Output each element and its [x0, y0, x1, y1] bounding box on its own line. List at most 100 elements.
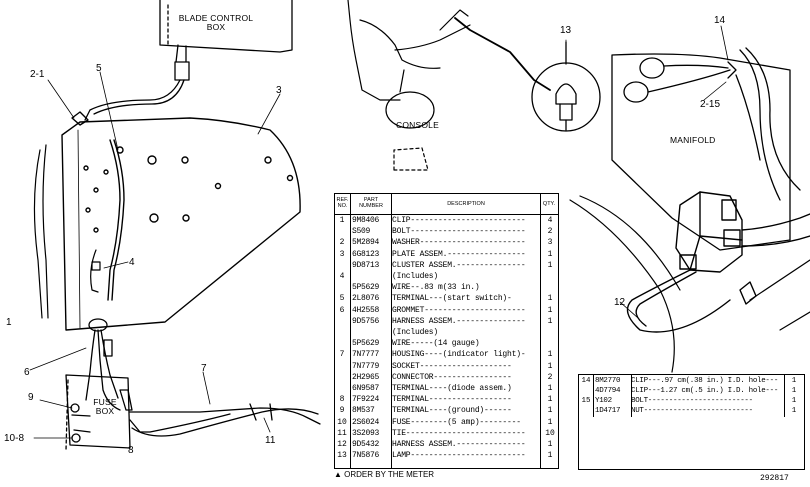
description-cell: FUSE--------(5 amp)---------	[392, 417, 521, 427]
small-divider-part	[631, 375, 632, 417]
qty-cell: 2	[547, 227, 553, 237]
caption-console: CONSOLE	[396, 120, 439, 130]
callout-7: 7	[201, 363, 207, 374]
qty-cell: 3	[547, 238, 553, 248]
description-cell: NUT--------------------------	[631, 407, 753, 415]
part-number-cell: 8M537	[352, 406, 375, 416]
qty-cell: 1	[547, 350, 553, 360]
callout-6: 6	[24, 367, 30, 378]
callout-14: 14	[714, 15, 726, 26]
divider-desc	[540, 194, 541, 468]
table-row: 7N7779 SOCKET--------------------1	[335, 362, 558, 372]
part-number-cell: 2S6024	[352, 417, 380, 427]
description-cell: TERMINAL------------------	[392, 395, 512, 405]
callout-13: 13	[560, 25, 572, 36]
drawing-number: 292817	[760, 474, 789, 483]
caption-fuse-line-2: BOX	[95, 406, 115, 416]
harness-assembly-7	[129, 403, 321, 437]
qty-cell: 1	[547, 249, 553, 259]
part-number-cell: 3S2093	[352, 428, 380, 438]
qty-cell: 1	[547, 384, 553, 393]
caption-fuse-box: FUSE BOX	[90, 398, 120, 416]
ref-cell: 15	[581, 397, 591, 405]
ref-cell: 1	[339, 216, 345, 225]
caption-blade-control-line-2: BOX	[206, 22, 226, 32]
part-number-cell: 4H2558	[352, 305, 380, 315]
part-number-cell: 2L8076	[352, 294, 380, 304]
ref-cell: 13	[337, 451, 347, 461]
qty-cell: 1	[791, 387, 797, 395]
callout-10-8: 10-8	[4, 433, 25, 444]
plate-assembly	[61, 111, 301, 331]
callout-5: 5	[96, 63, 102, 74]
qty-cell: 1	[547, 316, 553, 326]
ref-cell: 2	[339, 238, 345, 248]
description-cell: LAMP-------------------------	[392, 451, 526, 461]
caption-fuse-line-1: FUSE	[93, 397, 117, 407]
callout-4: 4	[129, 257, 135, 268]
part-number-cell: Y102	[595, 397, 612, 405]
description-cell: CLIP-------------------------	[392, 216, 526, 225]
description-cell: GROMMET----------------------	[392, 305, 526, 315]
qty-cell: 1	[547, 451, 553, 461]
caption-blade-control-box: BLADE CONTROL BOX	[178, 14, 254, 32]
small-divider-desc	[784, 375, 785, 417]
header-part-line-1: PART	[363, 197, 379, 203]
description-cell: CLIP---.97 cm(.38 in.) I.D. hole---	[631, 377, 779, 385]
description-cell: TIE--------------------------	[392, 428, 526, 438]
part-number-cell: 6G8123	[352, 249, 380, 259]
header-part-number: PART NUMBER	[351, 197, 391, 209]
qty-cell: 2	[547, 372, 553, 382]
callout-2-1: 2-1	[30, 69, 45, 80]
description-cell: PLATE ASSEM.-----------------	[392, 249, 526, 259]
leader-lines	[29, 25, 729, 439]
table-row: 4 (Includes)	[335, 272, 558, 282]
ref-cell: 5	[339, 294, 345, 304]
qty-cell: 1	[547, 406, 553, 416]
callout-9: 9	[28, 392, 34, 403]
ref-cell: 14	[581, 377, 591, 385]
callout-1: 1	[6, 317, 12, 328]
harness-wire	[85, 318, 133, 411]
description-cell: CLIP---1.27 cm(.5 in.) I.D. hole---	[631, 387, 779, 395]
blade-control-box	[84, 0, 293, 121]
qty-cell: 1	[547, 361, 553, 371]
header-qty: QTY.	[542, 201, 556, 207]
header-ref: REF. NO.	[335, 197, 350, 209]
part-number-cell: 7N7779	[352, 361, 380, 371]
table-row: 5P5629 WIRE--.83 m(33 in.)	[335, 283, 558, 293]
table-row: 2H2965 CONNECTOR-----------------2	[335, 373, 558, 383]
description-cell: WIRE--.83 m(33 in.)	[392, 283, 480, 293]
table-row: (Includes)	[335, 328, 558, 338]
table-row: 5P5629 WIRE-----(14 gauge)	[335, 339, 558, 349]
callout-11: 11	[265, 435, 276, 446]
header-ref-line-2: NO.	[337, 203, 348, 209]
description-cell: BOLT-------------------------	[631, 397, 753, 405]
ref-cell: 10	[337, 417, 347, 427]
description-cell: BOLT-------------------------	[392, 227, 526, 237]
caption-blade-control-line-1: BLADE CONTROL	[178, 13, 254, 23]
part-number-cell: 7N7777	[352, 350, 380, 360]
description-cell: WASHER-----------------------	[392, 238, 526, 248]
description-cell: WIRE-----(14 gauge)	[392, 339, 480, 349]
description-cell: HOUSING----(indicator light)-	[392, 350, 526, 360]
console-sketch	[347, 0, 551, 171]
part-number-cell: 6N9587	[352, 384, 380, 393]
divider-ref	[350, 194, 351, 468]
part-number-cell: 9M8406	[352, 216, 380, 225]
header-description: DESCRIPTION	[447, 201, 485, 207]
part-number-cell: 2H2965	[352, 372, 380, 382]
connector-block	[626, 191, 810, 333]
part-number-cell: 7F9224	[352, 395, 380, 405]
